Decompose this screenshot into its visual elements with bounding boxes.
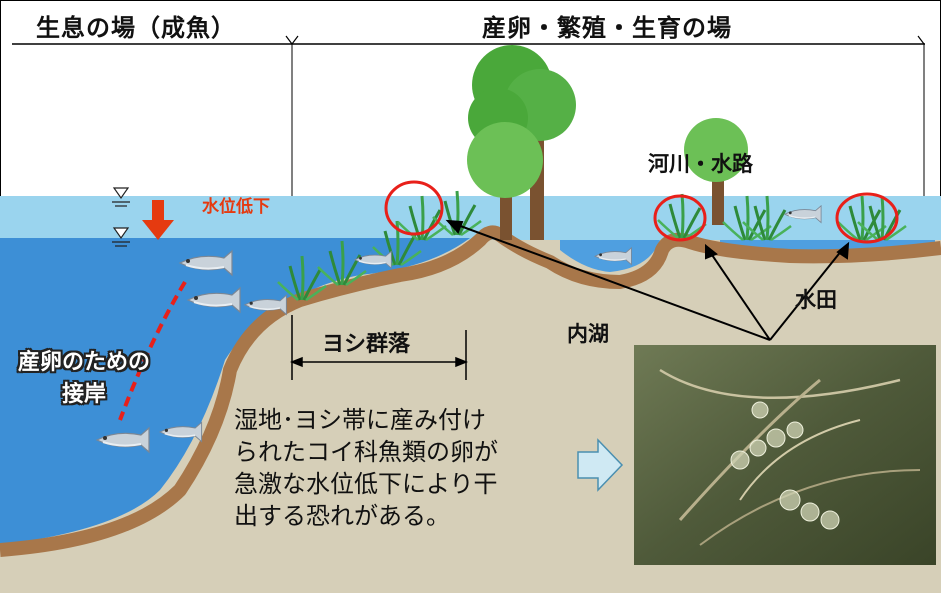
bank-outline [0, 225, 941, 557]
block-arrow-right-icon [577, 438, 624, 492]
tree-icon [467, 122, 543, 240]
left-header: 生息の場（成魚） [36, 14, 236, 42]
water-level-drop-label: 水位低下 [202, 197, 270, 217]
caution-note: 湿地･ヨシ帯に産み付け られたコイ科魚類の卵が 急激な水位低下により干 出する恐… [234, 406, 498, 530]
reed-community-span [289, 315, 469, 380]
spawning-label-line1: 産卵のための [18, 350, 151, 375]
right-header: 産卵・繁殖・生育の場 [482, 14, 732, 42]
egg-location-circles [384, 180, 899, 244]
inner-lake-label: 内湖 [567, 322, 609, 346]
river-channel-label: 河川・水路 [648, 152, 753, 176]
pointer-arrows [445, 219, 850, 341]
migration-path [118, 280, 187, 421]
tree-icon [684, 118, 748, 225]
egg-photo [634, 345, 936, 565]
spawning-label-line2: 接岸 [62, 382, 107, 407]
paddy-field-label: 水田 [795, 288, 837, 312]
deep-water [0, 238, 470, 545]
reed-community-label: ヨシ群落 [322, 332, 411, 357]
water-level-marker-icon [112, 187, 130, 247]
down-arrow-icon [142, 200, 174, 240]
